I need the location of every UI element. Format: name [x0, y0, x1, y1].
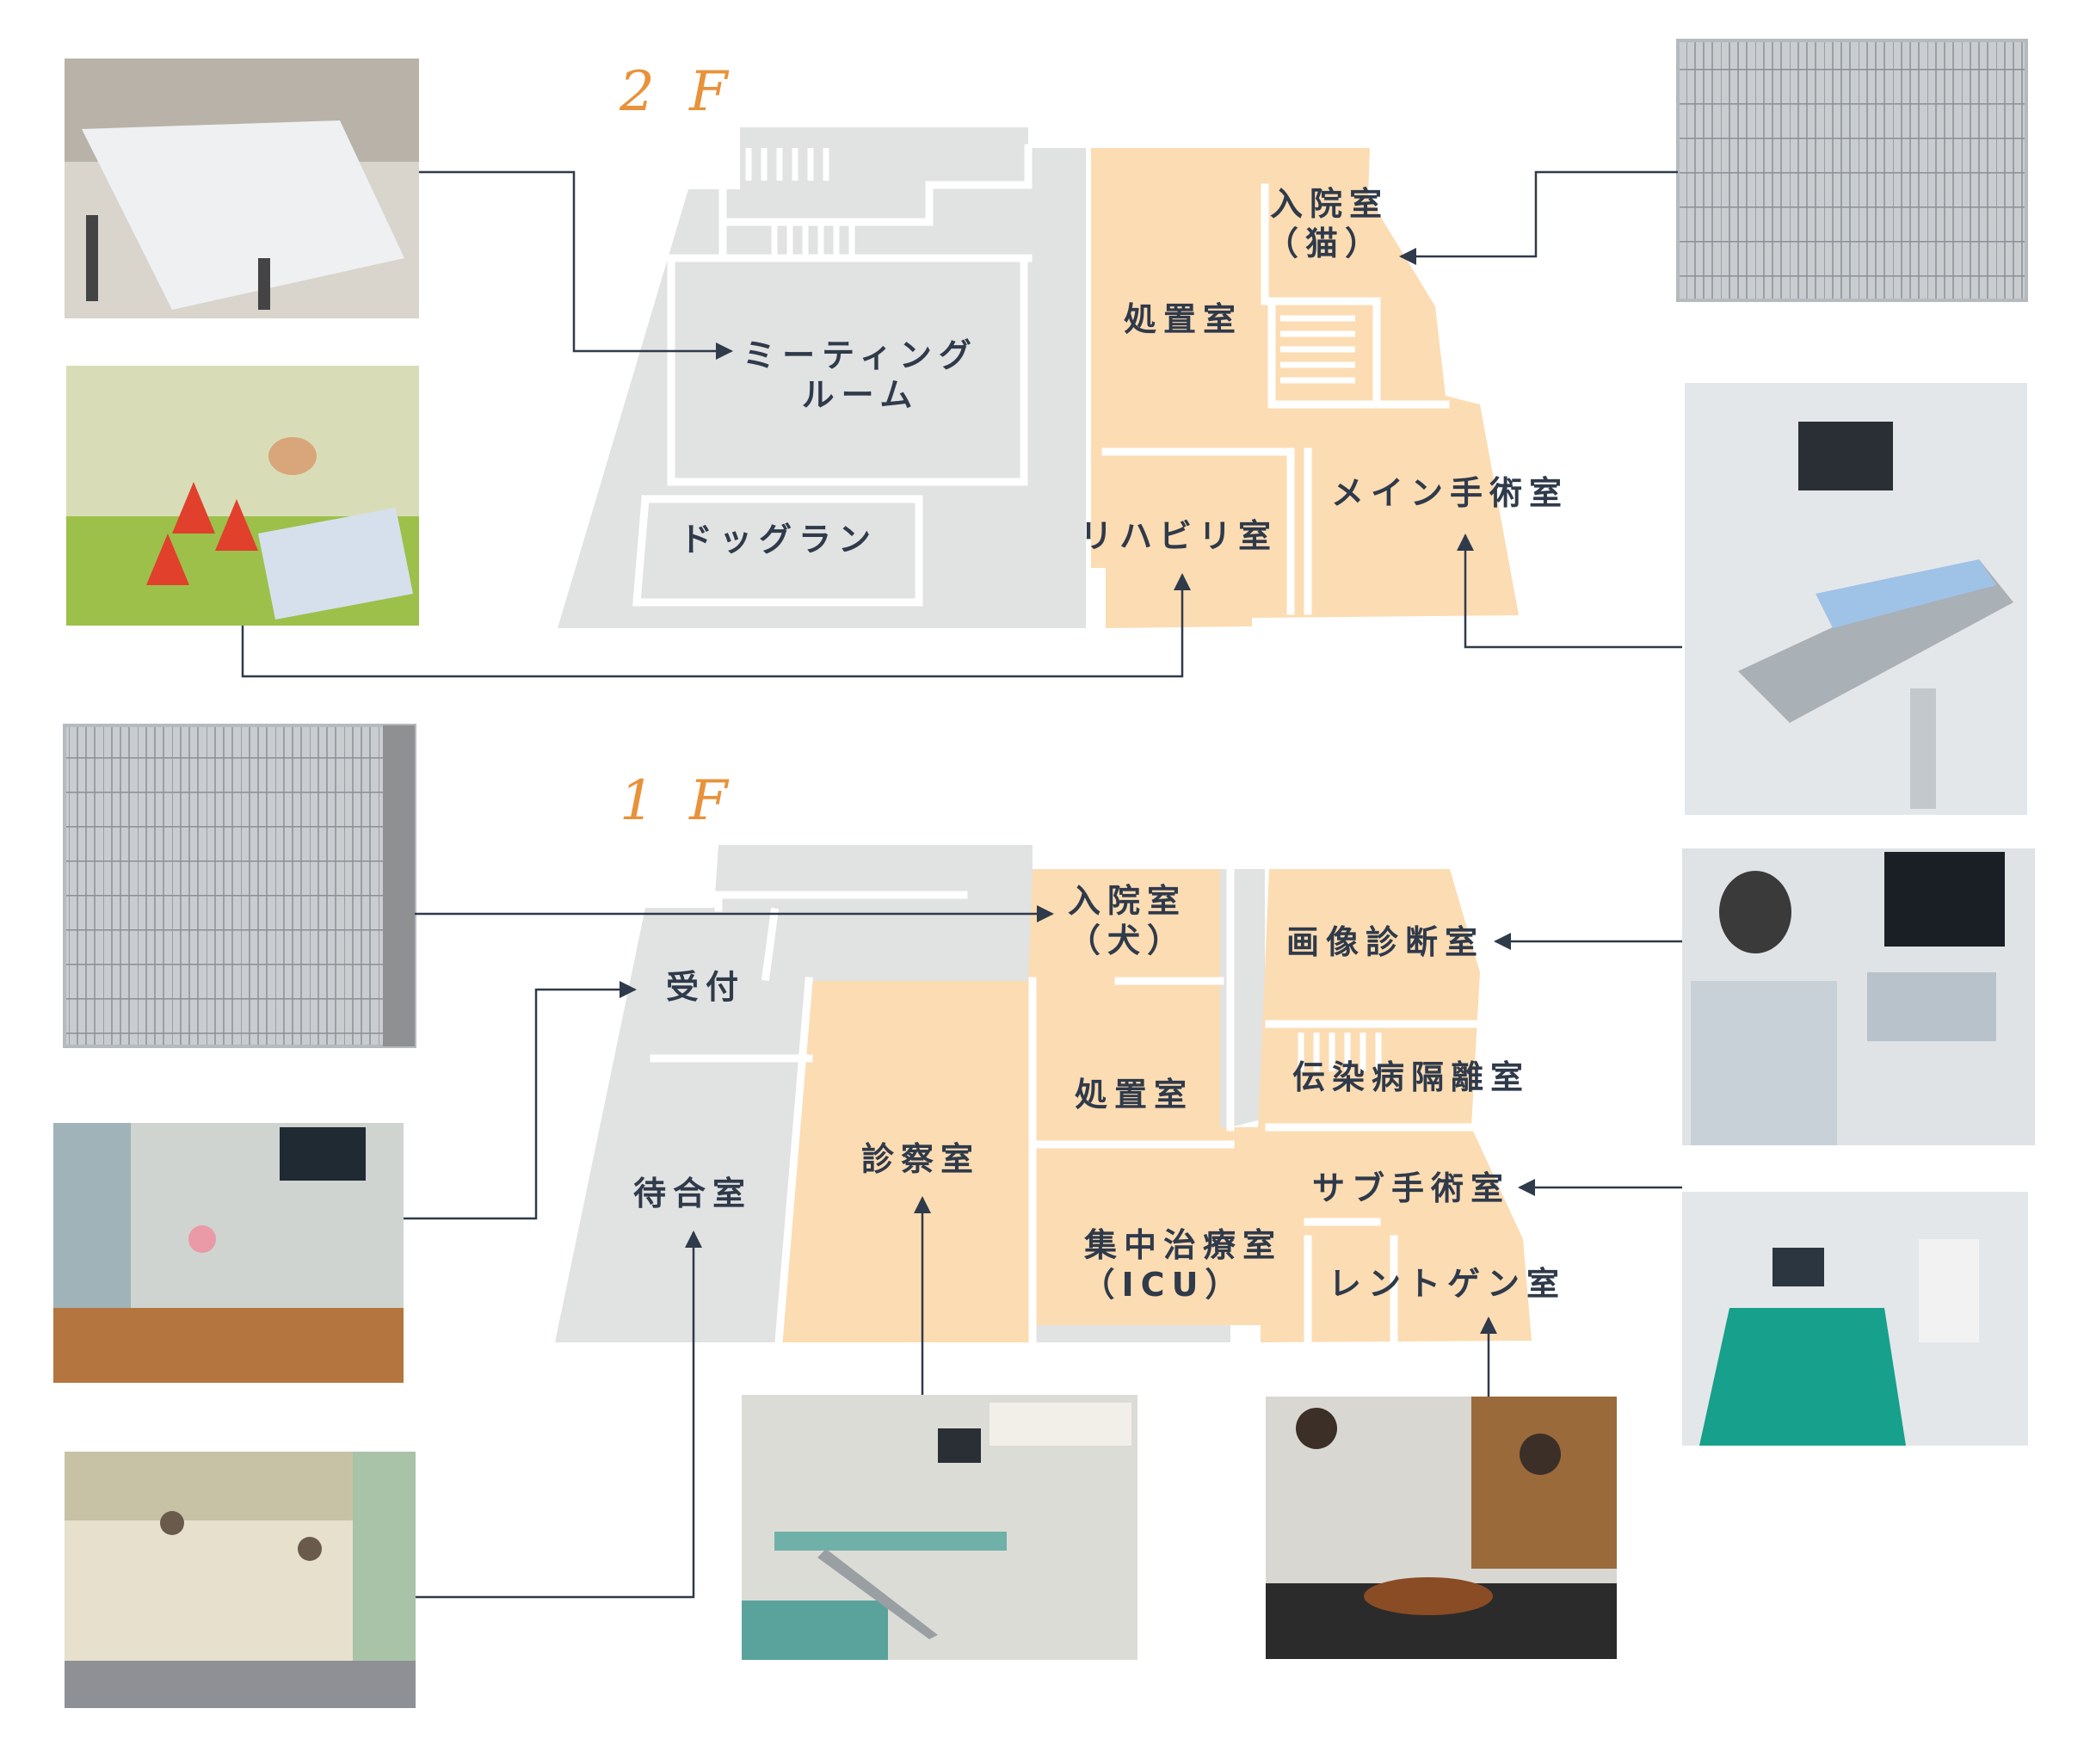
room-label-imaging: 画像診断室 [1286, 923, 1484, 961]
surgery-table-photo [1682, 1192, 2028, 1446]
connector-cat-ward [1399, 170, 1678, 265]
floor-2-plan: ミーティング ルーム ドッグラン 入院室 （猫） 処置室 リハビリ室 メイン手術… [558, 127, 1569, 630]
xray-photo [1266, 1397, 1617, 1659]
room-label-isolation: 伝染病隔離室 [1292, 1058, 1530, 1096]
room-label-meeting-2: ルーム [802, 376, 920, 414]
room-label-hosp-dog-2: （犬） [1068, 922, 1187, 959]
room-label-hosp-dog-1: 入院室 [1068, 882, 1187, 920]
meeting-table-photo [65, 59, 419, 318]
connector-main-surgery [1457, 534, 1682, 649]
room-label-treatment-2f: 処置室 [1124, 300, 1242, 338]
room-label-main-surgery: メイン手術室 [1331, 474, 1569, 512]
dog-agility-photo [66, 366, 419, 626]
stairs-1f [1298, 1033, 1382, 1071]
connector-waiting [416, 1230, 702, 1599]
reception-desk-photo [53, 1123, 404, 1383]
room-label-icu-1: 集中治療室 [1083, 1226, 1282, 1264]
room-label-waiting: 待合室 [633, 1175, 752, 1212]
exam-table-photo [742, 1395, 1137, 1660]
room-label-hosp-cat-2: （猫） [1266, 225, 1384, 262]
room-label-consult: 診察室 [861, 1140, 980, 1178]
room-label-dogrun: ドッグラン [680, 521, 878, 558]
operating-table-photo [1685, 383, 2027, 815]
connector-lines [241, 170, 1682, 1599]
ultrasound-photo [1682, 848, 2035, 1145]
cat-cages-photo [1676, 39, 2028, 302]
stairs-2f-right [1280, 315, 1355, 384]
room-label-rehab: リハビリ室 [1080, 517, 1278, 555]
room-label-meeting-1: ミーティング [743, 336, 978, 374]
room-label-treatment-1f: 処置室 [1075, 1076, 1193, 1113]
room-label-sub-surgery: サブ手術室 [1312, 1169, 1510, 1207]
floor-label-2f: 2 F [619, 60, 736, 124]
room-label-hosp-cat-1: 入院室 [1270, 185, 1389, 223]
floor-1-plan: 受付 待合室 診察室 入院室 （犬） 処置室 画像診断室 伝染病隔離室 サブ手術… [555, 845, 1566, 1347]
room-label-icu-2: （ICU） [1082, 1266, 1245, 1304]
waiting-area-photo [65, 1452, 416, 1708]
dog-cages-photo [63, 724, 416, 1048]
connector-reception [404, 981, 637, 1220]
stairs-2f-top [745, 148, 855, 258]
connector-dogrun [241, 573, 1191, 678]
connector-meeting [419, 170, 733, 360]
room-label-xray: レントゲン室 [1329, 1265, 1566, 1303]
room-label-reception: 受付 [666, 968, 745, 1006]
floor-label-1f: 1 F [620, 769, 736, 833]
